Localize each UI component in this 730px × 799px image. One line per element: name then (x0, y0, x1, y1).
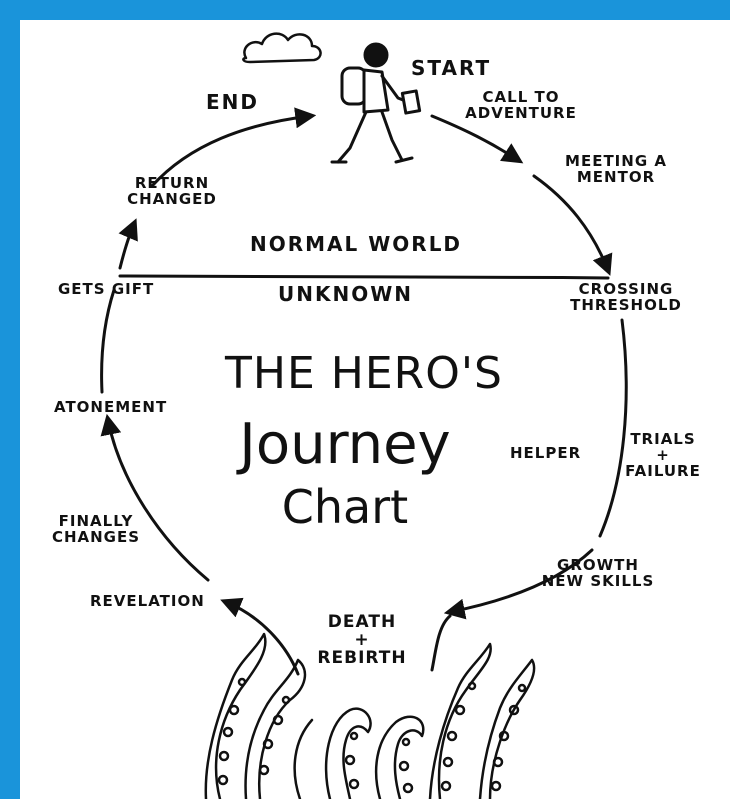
death-rebirth-line3: REBIRTH (317, 647, 407, 668)
call-to-adventure-line1: CALL TO (482, 88, 560, 106)
gets-gift-label: GETS GIFT (58, 280, 155, 298)
start-label: START (411, 56, 492, 80)
return-changed-line1: RETURN (134, 174, 210, 192)
return-changed-label: RETURN CHANGED (112, 174, 232, 208)
journey-circle-drawing (100, 32, 628, 799)
growth-line1: GROWTH (557, 556, 639, 574)
meeting-a-mentor-line1: MEETING A (565, 152, 667, 170)
title-line1: THE HERO'S (225, 348, 503, 399)
growth-line2: NEW SKILLS (541, 571, 655, 590)
end-label: END (206, 90, 260, 114)
crossing-threshold-line2: THRESHOLD (570, 295, 682, 314)
crossing-threshold-line1: CROSSING (578, 280, 674, 298)
trials-failure-line3: FAILURE (625, 461, 701, 480)
helper-label: HELPER (510, 444, 582, 462)
unknown-label: UNKNOWN (278, 282, 414, 306)
meeting-a-mentor-line2: MENTOR (576, 167, 656, 186)
trials-failure-line2: + (656, 445, 670, 464)
hiker-icon (330, 42, 422, 164)
cloud-icon (242, 32, 322, 64)
death-rebirth-label: DEATH + REBIRTH (302, 612, 422, 668)
finally-changes-line2: CHANGES (51, 527, 141, 546)
title-line2: Journey (239, 412, 451, 477)
finally-changes-label: FINALLY CHANGES (36, 512, 156, 546)
title-line3: Chart (281, 480, 409, 534)
atonement-label: ATONEMENT (54, 398, 168, 416)
normal-world-label: NORMAL WORLD (250, 232, 463, 256)
call-to-adventure-label: CALL TO ADVENTURE (456, 88, 586, 122)
revelation-label: REVELATION (90, 592, 205, 610)
growth-new-skills-label: GROWTH NEW SKILLS (528, 556, 668, 590)
finally-changes-line1: FINALLY (58, 512, 134, 530)
call-to-adventure-line2: ADVENTURE (465, 103, 577, 122)
trials-failure-line1: TRIALS (630, 430, 696, 448)
meeting-a-mentor-label: MEETING A MENTOR (546, 152, 686, 186)
death-rebirth-line2: + (354, 629, 370, 650)
trials-failure-label: TRIALS + FAILURE (608, 430, 718, 480)
hero-journey-diagram: START END CALL TO ADVENTURE MEETING A ME… (20, 20, 730, 799)
crossing-threshold-label: CROSSING THRESHOLD (556, 280, 696, 314)
death-rebirth-line1: DEATH (327, 612, 397, 632)
return-changed-line2: CHANGED (127, 189, 217, 208)
tentacles-icon (204, 632, 536, 799)
